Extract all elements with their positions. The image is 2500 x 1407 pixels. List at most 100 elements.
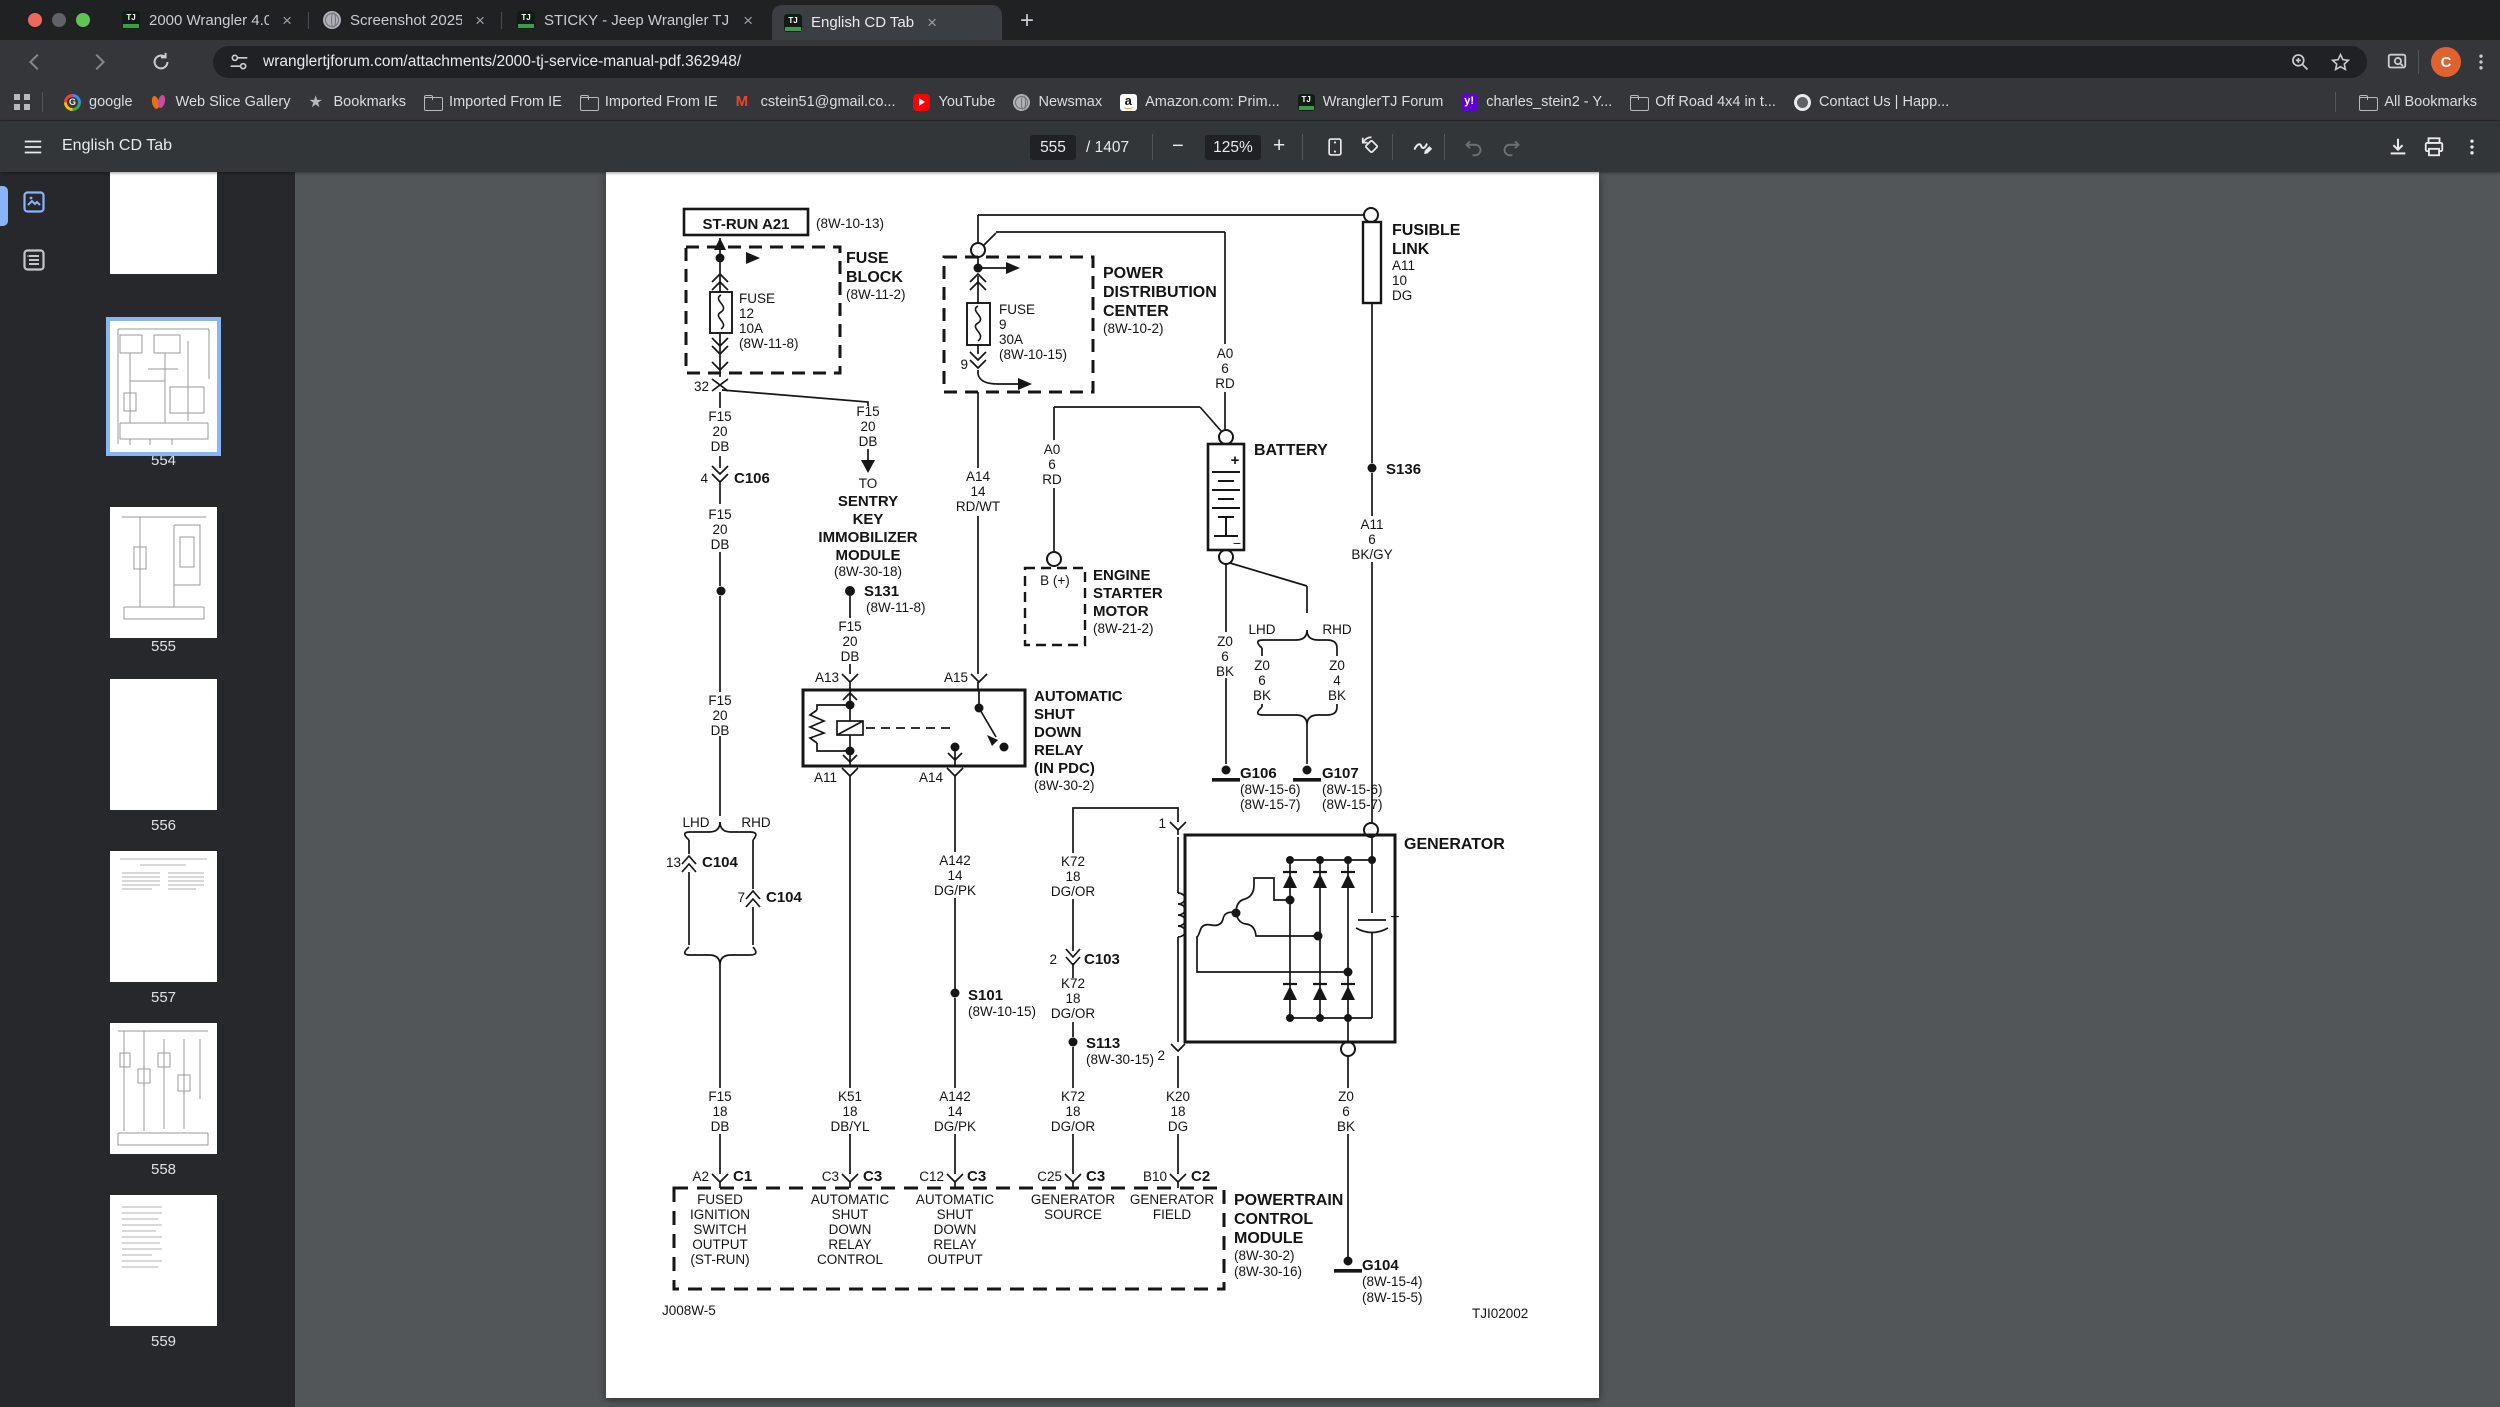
zoom-page-icon[interactable] [2290, 52, 2310, 72]
bookmark-item[interactable]: google [55, 90, 142, 115]
download-icon[interactable] [2381, 130, 2415, 164]
bookmark-label: Contact Us | Happ... [1818, 94, 1950, 110]
diagram-text: BLOCK [846, 269, 903, 286]
diagram-text: + [1231, 452, 1240, 469]
diagram-text: (8W-30-15) [1086, 1052, 1154, 1067]
thumbnail-557[interactable] [110, 679, 217, 810]
thumbnail-556[interactable] [110, 507, 217, 638]
bookmark-item[interactable]: Off Road 4x4 in t... [1621, 90, 1785, 115]
diagram-text: AUTOMATIC [916, 1192, 995, 1207]
bookmark-item[interactable]: Imported From IE [571, 90, 727, 115]
thumbnail-554[interactable] [110, 172, 217, 274]
diagram-text: 20 [842, 634, 857, 649]
print-icon[interactable] [2417, 130, 2451, 164]
thumbnail-555-selected[interactable] [106, 317, 221, 456]
diagram-text: K72 [1061, 976, 1085, 991]
annotate-pen-icon[interactable] [1406, 130, 1440, 164]
profile-avatar[interactable]: C [2431, 47, 2461, 77]
pdf-menu-hamburger-icon[interactable] [16, 130, 50, 164]
diagram-text: OUTPUT [927, 1252, 983, 1267]
diagram-text: S101 [968, 987, 1003, 1004]
url-bar[interactable]: wranglertjforum.com/attachments/2000-tj-… [213, 46, 2367, 78]
zoom-out-button[interactable]: − [1172, 135, 1184, 157]
pdf-title: English CD Tab [62, 137, 172, 154]
bookmark-star-icon[interactable] [2330, 52, 2351, 73]
close-tab-icon[interactable]: × [282, 10, 292, 30]
thumbnail-558[interactable] [110, 851, 217, 982]
diagram-text: DG/OR [1051, 884, 1096, 899]
fit-page-icon[interactable] [1318, 130, 1352, 164]
diagram-text: LHD [682, 815, 709, 830]
bookmark-item[interactable]: Imported From IE [415, 90, 571, 115]
bookmark-item[interactable]: Contact Us | Happ... [1785, 90, 1958, 115]
active-tool-indicator [0, 186, 8, 226]
redo-icon[interactable] [1494, 130, 1528, 164]
tj-forum-favicon: TJ [517, 11, 535, 29]
url-text[interactable]: wranglertjforum.com/attachments/2000-tj-… [263, 53, 742, 70]
diagram-text: F15 [708, 693, 731, 708]
diagram-text: RD/WT [956, 499, 1000, 514]
thumbnail-559[interactable] [110, 1023, 217, 1154]
tab-2[interactable]: Screenshot 2025-08-26 at 4. × [311, 0, 499, 40]
bookmark-item[interactable]: Amazon.com: Prim... [1111, 90, 1289, 115]
diagram-text: FIELD [1153, 1207, 1192, 1222]
diagram-text: C1 [733, 1168, 752, 1185]
document-outline-icon[interactable] [22, 248, 46, 277]
diagram-text: BK [1253, 688, 1271, 703]
bookmark-label: Imported From IE [604, 94, 718, 110]
page-number-input[interactable]: 555 [1030, 135, 1076, 160]
bookmark-item[interactable]: Web Slice Gallery [142, 90, 300, 115]
bookmark-item[interactable]: YouTube [904, 90, 1004, 115]
close-tab-icon[interactable]: × [475, 10, 485, 30]
diagram-text: GENERATOR [1130, 1192, 1215, 1207]
bookmark-item[interactable]: cstein51@gmail.co... [727, 90, 905, 115]
bookmark-item[interactable]: Newsmax [1004, 90, 1111, 115]
zoom-in-button[interactable]: + [1273, 134, 1286, 157]
bookmarks-bar: google Web Slice Gallery Bookmarks Impor… [0, 84, 2500, 121]
diagram-text: 18 [1065, 869, 1080, 884]
reload-icon[interactable] [144, 45, 178, 79]
diagram-text: SHUT [1034, 706, 1075, 723]
diagram-text: BK [1337, 1119, 1355, 1134]
apps-grid-icon[interactable] [14, 94, 30, 110]
new-tab-button[interactable]: + [1020, 7, 1035, 34]
tj-forum-favicon: TJ [784, 13, 802, 32]
back-icon[interactable] [18, 45, 52, 79]
undo-icon[interactable] [1456, 130, 1490, 164]
zoom-window-light[interactable] [76, 13, 90, 27]
tab-4-active[interactable]: TJ English CD Tab × [772, 5, 1002, 40]
bookmark-label: YouTube [938, 94, 996, 110]
tab-search-icon[interactable] [2380, 45, 2414, 79]
close-tab-icon[interactable]: × [743, 10, 753, 30]
diagram-text: FUSE [739, 291, 775, 306]
forward-icon[interactable] [82, 45, 116, 79]
diagram-text: A14 [919, 770, 944, 785]
diagram-text: FUSE [846, 250, 889, 267]
diagram-text: DB/YL [830, 1119, 870, 1134]
bookmark-item[interactable]: charles_stein2 - Y... [1452, 90, 1621, 115]
diagram-text: (8W-30-16) [1234, 1264, 1302, 1279]
diagram-text: DB [711, 723, 730, 738]
diagram-text: STARTER [1093, 585, 1163, 602]
browser-menu-kebab-icon[interactable] [2464, 45, 2498, 79]
all-bookmarks-button[interactable]: All Bookmarks [2350, 90, 2486, 115]
tab-3[interactable]: TJ STICKY - Jeep Wrangler TJ F × [505, 0, 767, 40]
zoom-level-input[interactable]: 125% [1205, 135, 1261, 160]
diagram-text: 12 [739, 306, 754, 321]
tab-1[interactable]: TJ 2000 Wrangler 4.0 no crank r × [110, 0, 306, 40]
pdf-more-kebab-icon[interactable] [2455, 130, 2489, 164]
diagram-text: A11 [1360, 517, 1383, 532]
close-tab-icon[interactable]: × [927, 13, 938, 32]
thumbnail-560[interactable] [110, 1195, 217, 1326]
rotate-icon[interactable] [1354, 130, 1388, 164]
bookmark-label: Imported From IE [449, 94, 562, 110]
close-window-light[interactable] [28, 13, 42, 27]
diagram-text: 30A [999, 332, 1023, 347]
tab-strip: TJ 2000 Wrangler 4.0 no crank r × Screen… [0, 0, 2500, 40]
bookmark-item[interactable]: Bookmarks [300, 90, 416, 115]
thumbnails-view-icon[interactable] [22, 190, 46, 219]
site-info-icon[interactable] [229, 52, 249, 72]
minimize-window-light[interactable] [52, 13, 66, 27]
